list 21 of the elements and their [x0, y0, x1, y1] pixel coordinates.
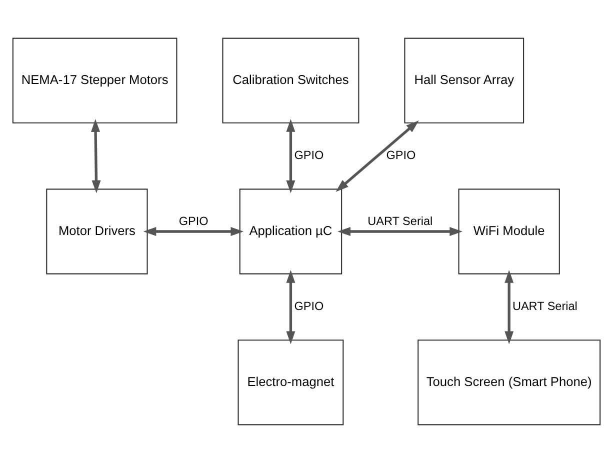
edge-label: UART Serial: [512, 299, 578, 312]
edge-label: GPIO: [386, 148, 416, 162]
node-box: NEMA-17 Stepper Motors: [12, 37, 178, 123]
edge-label: GPIO: [294, 299, 324, 312]
arrow: [336, 120, 419, 192]
arrow: [143, 226, 244, 236]
edge-label: GPIO: [294, 148, 324, 162]
node-box: Hall Sensor Array: [404, 37, 524, 123]
node-box: Application µC: [239, 188, 342, 274]
edge-label: UART Serial: [368, 214, 433, 228]
arrow: [91, 118, 101, 193]
arrow: [286, 269, 296, 344]
node-box: Electro-magnet: [238, 339, 344, 425]
arrow: [504, 269, 514, 344]
node-box: Calibration Switches: [222, 37, 360, 123]
node-box: WiFi Module: [458, 188, 560, 274]
node-box: Touch Screen (Smart Phone): [418, 339, 601, 425]
arrow: [338, 226, 463, 236]
arrow: [286, 118, 296, 193]
edge-label: GPIO: [178, 214, 208, 228]
node-box: Motor Drivers: [46, 188, 148, 274]
